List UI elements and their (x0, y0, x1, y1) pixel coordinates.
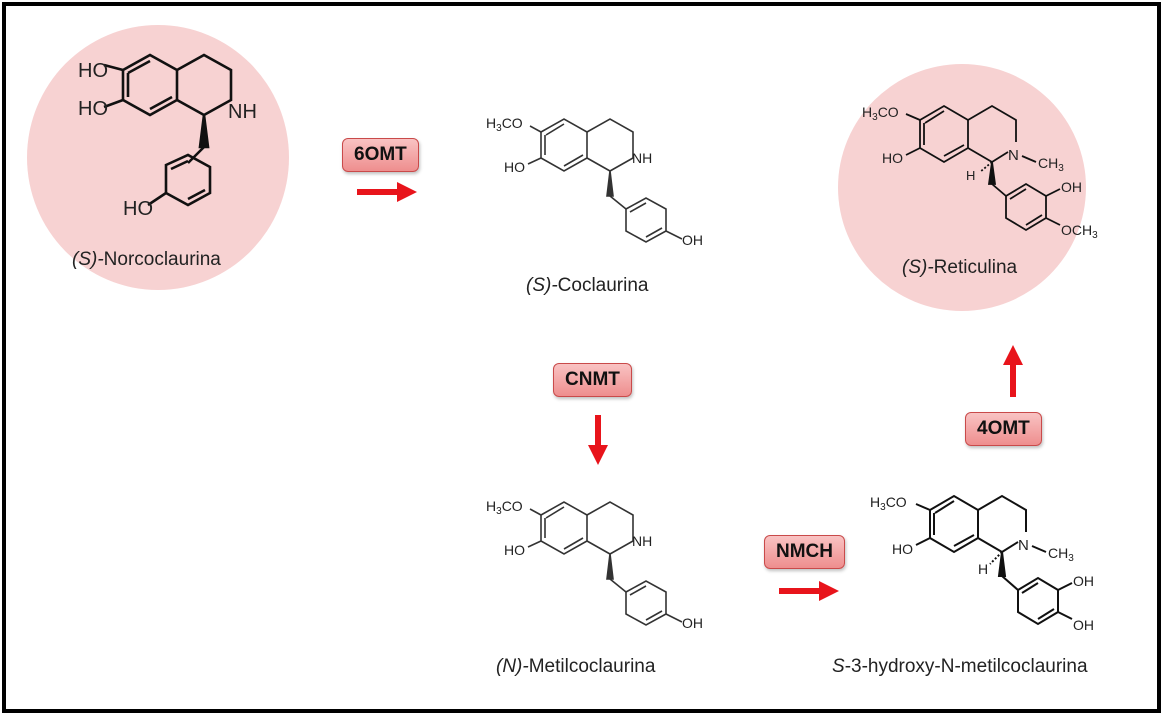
name-coclaurina: Coclaurina (557, 275, 649, 296)
atom-oh-hydroxy-1: OH (1073, 573, 1094, 589)
name-hydroxy: -3-hydroxy-N-metilcoclaurina (844, 656, 1088, 677)
atom-ho-reticulina: HO (882, 150, 903, 166)
atom-nh-coclaurina: NH (632, 150, 652, 166)
atom-ho-coclaurina: HO (504, 159, 525, 175)
structure-hydroxy-metilcoclaurina: H3CO HO N CH3 H OH OH (870, 488, 1110, 638)
enzyme-nmch: NMCH (764, 535, 845, 569)
structure-norcoclaurina: HO HO NH HO (78, 53, 278, 235)
arrow-down (588, 415, 608, 465)
name-reticulina: Reticulina (933, 257, 1018, 278)
highlight-circle-norcoclaurina (27, 25, 289, 290)
atom-oh-reticulina: OH (1061, 179, 1082, 195)
atom-nh: NH (228, 101, 257, 123)
enzyme-6omt: 6OMT (342, 138, 419, 172)
structure-reticulina: H3CO HO N CH3 H OH OCH3 (862, 100, 1102, 245)
atom-ch3-hydroxy: CH3 (1048, 545, 1074, 564)
atom-och3-reticulina: OCH3 (1061, 222, 1098, 241)
label-coclaurina: (S)-Coclaurina (526, 275, 648, 297)
stereo-metilcoclaurina: (N)- (496, 656, 529, 677)
label-norcoclaurina: (S)-Norcoclaurina (72, 249, 221, 271)
stereo-coclaurina: (S)- (526, 275, 558, 296)
label-metilcoclaurina: (N)-Metilcoclaurina (496, 656, 655, 678)
name-metilcoclaurina: Metilcoclaurina (528, 656, 656, 677)
atom-oh-coclaurina: OH (682, 232, 703, 248)
atom-h3co-coclaurina: H3CO (486, 115, 523, 134)
atom-oh-metilcoclaurina: OH (682, 615, 703, 631)
atom-h3co-hydroxy: H3CO (870, 494, 907, 513)
atom-ho-1: HO (78, 60, 108, 82)
atom-oh-hydroxy-2: OH (1073, 617, 1094, 633)
atom-nh-metilcoclaurina: NH (632, 533, 652, 549)
atom-h3co-metilcoclaurina: H3CO (486, 498, 523, 517)
atom-ch3-reticulina: CH3 (1038, 155, 1064, 174)
name-norcoclaurina: Norcoclaurina (103, 249, 221, 270)
atom-ho-hydroxy: HO (892, 541, 913, 557)
structure-coclaurina: H3CO HO NH OH (486, 112, 716, 252)
atom-n-hydroxy: N (1018, 537, 1029, 554)
label-hydroxy-metilcoclaurina: S-3-hydroxy-N-metilcoclaurina (832, 656, 1088, 678)
atom-ho-3: HO (123, 198, 153, 220)
atom-h-hydroxy: H (978, 561, 988, 577)
enzyme-cnmt: CNMT (553, 363, 632, 397)
label-reticulina: (S)-Reticulina (902, 257, 1017, 279)
arrow-up (1003, 345, 1023, 397)
atom-n-reticulina: N (1008, 147, 1019, 164)
atom-ho-metilcoclaurina: HO (504, 542, 525, 558)
stereo-reticulina: (S)- (902, 257, 934, 278)
atom-ho-2: HO (78, 98, 108, 120)
stereo-hydroxy: S (832, 656, 845, 677)
atom-h3co-reticulina: H3CO (862, 104, 899, 123)
arrow-right-2 (779, 581, 839, 601)
arrow-right-1 (357, 182, 417, 202)
atom-h-reticulina: H (966, 168, 975, 183)
enzyme-4omt: 4OMT (965, 412, 1042, 446)
stereo-norcoclaurina: (S)- (72, 249, 104, 270)
highlight-circle-reticulina (838, 64, 1086, 311)
structure-metilcoclaurina: H3CO HO NH OH (486, 495, 716, 635)
